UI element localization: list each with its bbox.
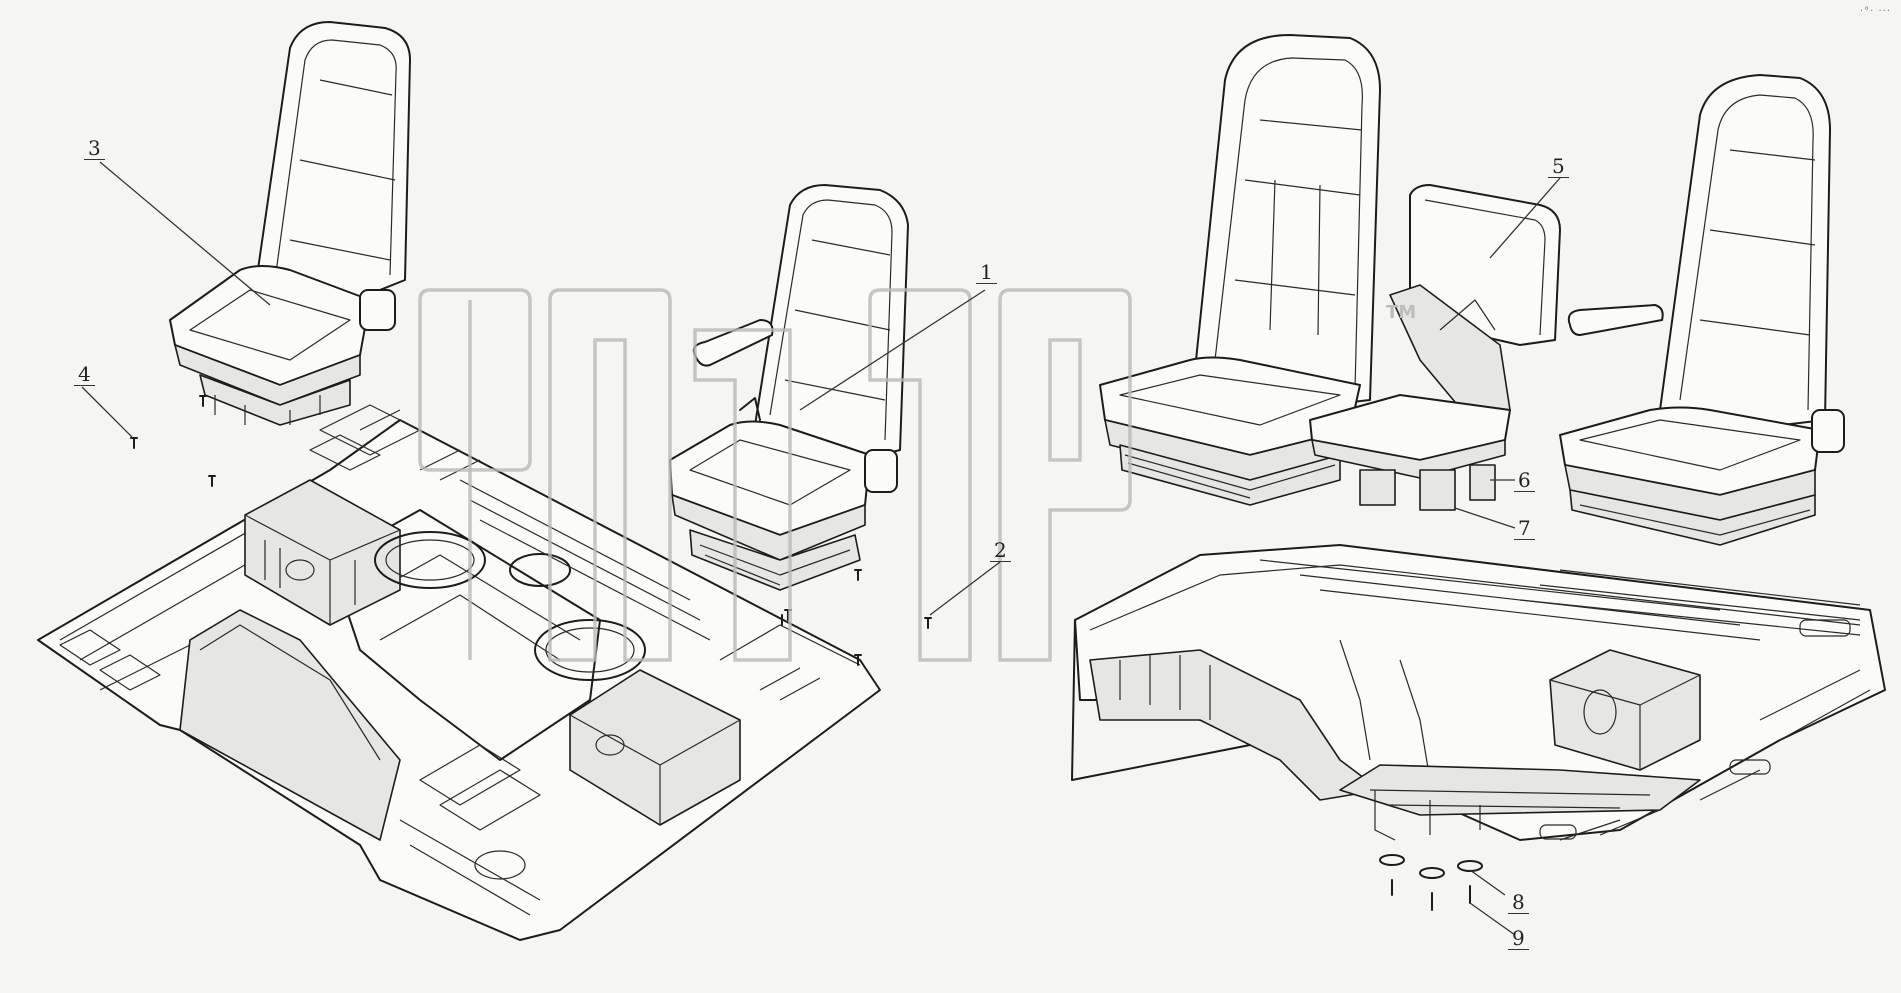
callout-9: 9: [1508, 928, 1529, 950]
corner-mark: ·°· ···: [1859, 6, 1891, 17]
watermark-trademark: TM: [1386, 302, 1416, 323]
callout-5: 5: [1548, 156, 1569, 178]
leader-lines: [81, 161, 1561, 936]
bench-seat-5-drawing: [1309, 184, 1561, 511]
callout-3: 3: [84, 138, 105, 160]
callout-6: 6: [1514, 470, 1535, 492]
callout-7: 7: [1514, 518, 1535, 540]
callout-1: 1: [976, 262, 997, 284]
right-cab-floor: [1071, 544, 1886, 841]
left-cab-floor: [37, 404, 881, 941]
callout-4: 4: [74, 364, 95, 386]
callout-8: 8: [1508, 892, 1529, 914]
callout-2: 2: [990, 540, 1011, 562]
right-driver-seat-drawing: [1099, 34, 1381, 506]
seat-1-drawing: [669, 184, 909, 591]
right-far-seat-drawing: [1559, 74, 1845, 546]
right-washers-bolts: [1379, 854, 1483, 911]
seat-3-drawing: [169, 21, 411, 426]
watermark-outline: [418, 288, 1132, 662]
